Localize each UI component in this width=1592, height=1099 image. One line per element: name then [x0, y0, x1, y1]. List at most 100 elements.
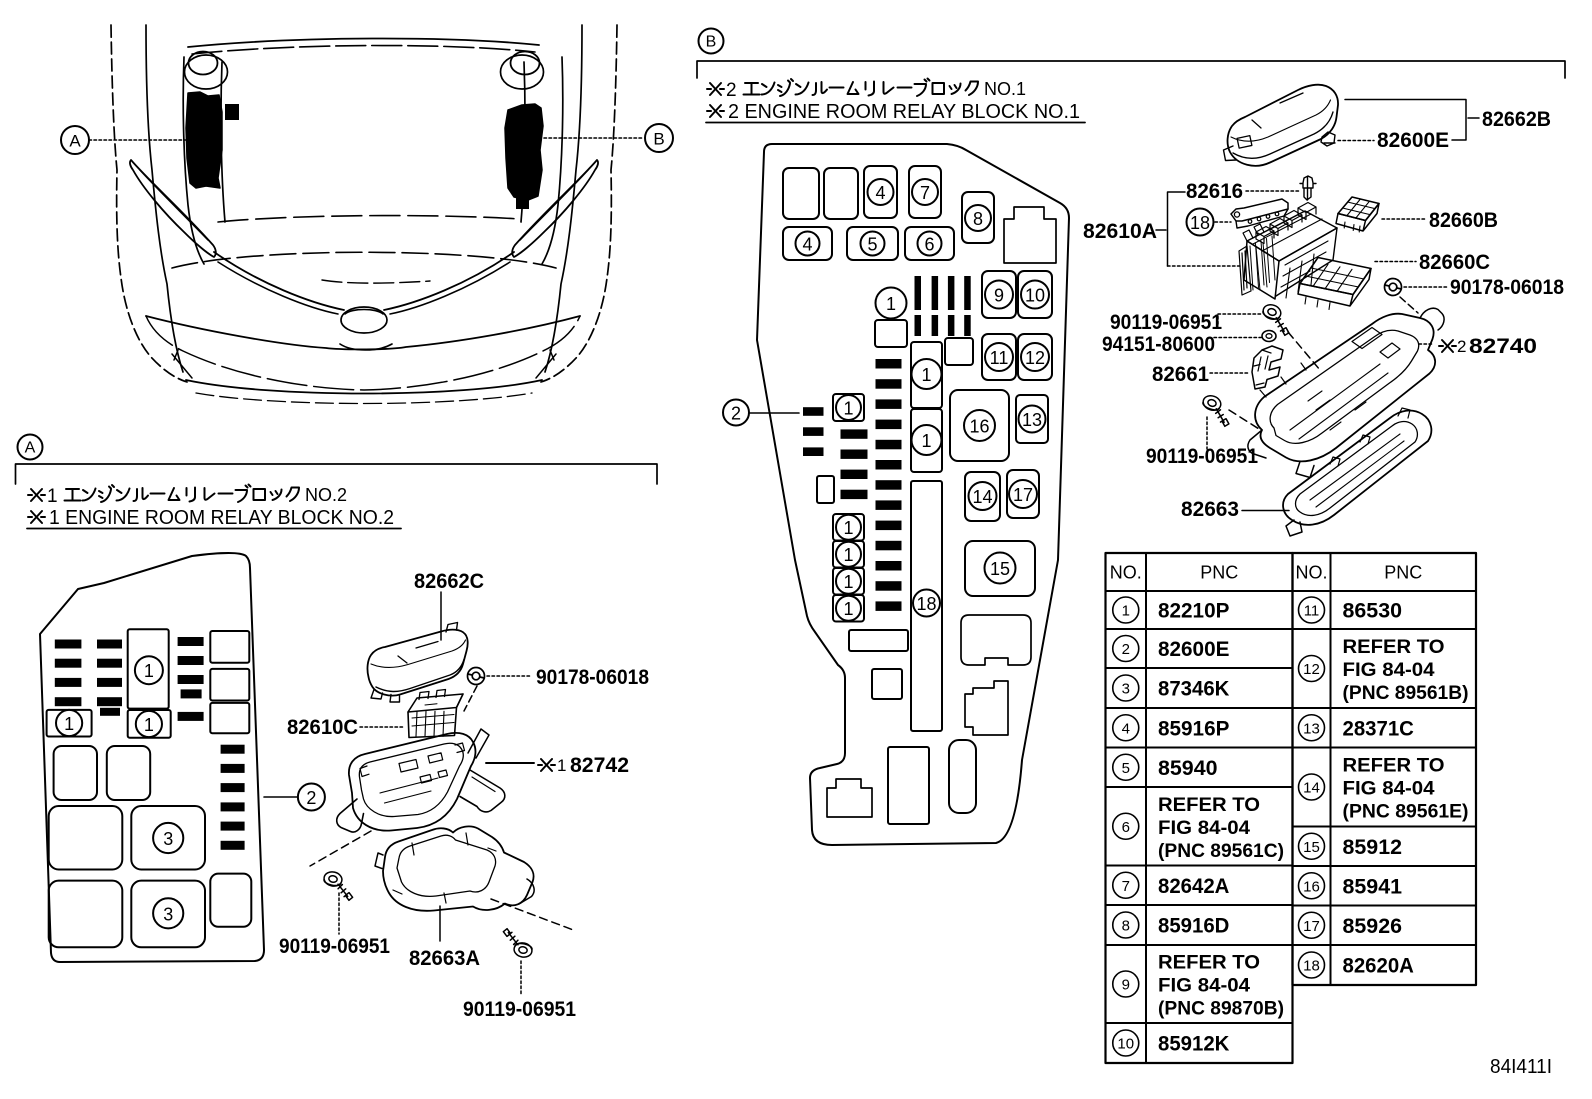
svg-text:B: B — [653, 130, 664, 149]
svg-text:17: 17 — [1303, 918, 1320, 935]
svg-text:NO.2: NO.2 — [305, 485, 347, 505]
svg-text:2: 2 — [726, 80, 737, 101]
svg-text:10: 10 — [1025, 286, 1045, 306]
svg-text:82740: 82740 — [1469, 335, 1537, 358]
svg-text:14: 14 — [1303, 780, 1320, 797]
svg-text:13: 13 — [1022, 410, 1042, 430]
svg-text:FIG 84-04: FIG 84-04 — [1158, 817, 1250, 839]
svg-text:1: 1 — [843, 518, 853, 538]
svg-text:FIG 84-04: FIG 84-04 — [1343, 659, 1435, 681]
svg-text:B: B — [706, 34, 717, 51]
svg-text:4: 4 — [875, 183, 885, 203]
svg-text:82610A: 82610A — [1083, 220, 1157, 243]
svg-text:86530: 86530 — [1343, 600, 1403, 623]
svg-text:NO.: NO. — [1295, 563, 1327, 583]
svg-text:1: 1 — [843, 599, 853, 619]
svg-text:82662C: 82662C — [414, 570, 484, 593]
svg-text:90119-06951: 90119-06951 — [1146, 445, 1258, 468]
svg-text:(PNC 89561C): (PNC 89561C) — [1158, 840, 1284, 862]
svg-text:15: 15 — [990, 559, 1010, 579]
svg-text:2: 2 — [1122, 641, 1130, 658]
svg-text:90119-06951: 90119-06951 — [279, 935, 390, 958]
svg-text:1: 1 — [921, 431, 931, 451]
svg-text:3: 3 — [1122, 681, 1130, 698]
svg-text:A: A — [25, 440, 36, 457]
svg-text:REFER TO: REFER TO — [1158, 794, 1260, 816]
svg-text:PNC: PNC — [1384, 563, 1422, 583]
svg-text:A: A — [69, 132, 81, 151]
svg-text:85912: 85912 — [1343, 836, 1403, 859]
svg-text:17: 17 — [1013, 485, 1033, 505]
svg-text:6: 6 — [924, 235, 934, 255]
svg-text:1: 1 — [144, 715, 154, 735]
svg-text:82600E: 82600E — [1377, 129, 1449, 152]
svg-text:11: 11 — [990, 348, 1009, 368]
svg-text:4: 4 — [802, 235, 812, 255]
svg-text:18: 18 — [916, 594, 936, 614]
svg-text:2 ENGINE ROOM RELAY BLOCK NO.1: 2 ENGINE ROOM RELAY BLOCK NO.1 — [728, 101, 1080, 123]
svg-text:7: 7 — [920, 183, 930, 203]
svg-text:82663A: 82663A — [409, 947, 480, 970]
svg-text:94151-80600: 94151-80600 — [1102, 333, 1215, 356]
svg-text:18: 18 — [1190, 213, 1210, 233]
svg-text:85912K: 85912K — [1158, 1033, 1229, 1056]
svg-text:REFER TO: REFER TO — [1158, 952, 1260, 974]
svg-text:5: 5 — [867, 235, 877, 255]
svg-text:10: 10 — [1117, 1036, 1134, 1053]
svg-text:90119-06951: 90119-06951 — [1110, 311, 1222, 334]
svg-text:85926: 85926 — [1343, 915, 1403, 938]
svg-text:85916D: 85916D — [1158, 915, 1229, 938]
svg-text:85916P: 85916P — [1158, 717, 1229, 740]
svg-text:82660C: 82660C — [1419, 251, 1490, 274]
svg-text:18: 18 — [1303, 958, 1320, 975]
svg-text:REFER TO: REFER TO — [1343, 636, 1445, 658]
svg-text:1: 1 — [843, 545, 853, 565]
svg-text:9: 9 — [1122, 977, 1130, 994]
svg-text:12: 12 — [1025, 348, 1045, 368]
svg-text:2: 2 — [306, 788, 316, 808]
svg-text:84I411I: 84I411I — [1490, 1056, 1552, 1078]
svg-text:3: 3 — [163, 829, 173, 849]
svg-text:13: 13 — [1303, 720, 1320, 737]
svg-text:90119-06951: 90119-06951 — [463, 998, 576, 1021]
svg-text:1: 1 — [843, 572, 853, 592]
svg-text:11: 11 — [1304, 603, 1320, 620]
svg-text:2: 2 — [731, 404, 741, 424]
svg-text:1: 1 — [1122, 603, 1130, 620]
svg-text:8: 8 — [1122, 918, 1130, 935]
svg-text:87346K: 87346K — [1158, 678, 1229, 701]
svg-text:(PNC 89561B): (PNC 89561B) — [1343, 682, 1469, 704]
svg-text:90178-06018: 90178-06018 — [1450, 276, 1564, 299]
svg-text:90178-06018: 90178-06018 — [536, 666, 649, 689]
svg-text:1: 1 — [144, 661, 154, 681]
svg-text:7: 7 — [1122, 878, 1130, 895]
svg-text:1: 1 — [886, 294, 896, 314]
svg-text:82642A: 82642A — [1158, 875, 1229, 898]
svg-text:85941: 85941 — [1343, 875, 1403, 898]
svg-text:1: 1 — [921, 365, 931, 385]
svg-text:1 ENGINE ROOM RELAY BLOCK NO.2: 1 ENGINE ROOM RELAY BLOCK NO.2 — [49, 507, 394, 529]
svg-text:82663: 82663 — [1181, 498, 1239, 521]
svg-text:82662B: 82662B — [1482, 108, 1551, 131]
svg-text:15: 15 — [1303, 839, 1320, 856]
svg-text:82742: 82742 — [570, 754, 629, 777]
svg-text:28371C: 28371C — [1343, 717, 1414, 740]
svg-text:NO.: NO. — [1110, 563, 1142, 583]
svg-text:82616: 82616 — [1186, 180, 1243, 203]
svg-text:1: 1 — [557, 756, 566, 775]
svg-text:85940: 85940 — [1158, 757, 1218, 780]
svg-text:PNC: PNC — [1200, 563, 1238, 583]
svg-text:82600E: 82600E — [1158, 638, 1229, 661]
svg-text:5: 5 — [1122, 760, 1130, 777]
svg-text:16: 16 — [969, 417, 989, 437]
svg-text:82620A: 82620A — [1343, 955, 1414, 978]
svg-text:6: 6 — [1122, 819, 1130, 836]
svg-text:82661: 82661 — [1152, 363, 1209, 386]
svg-text:1: 1 — [64, 714, 74, 734]
svg-text:REFER TO: REFER TO — [1343, 755, 1445, 777]
svg-text:12: 12 — [1303, 661, 1320, 678]
svg-text:1: 1 — [843, 399, 853, 419]
svg-text:(PNC 89870B): (PNC 89870B) — [1158, 998, 1284, 1020]
svg-text:82610C: 82610C — [287, 716, 358, 739]
svg-text:3: 3 — [163, 904, 173, 924]
